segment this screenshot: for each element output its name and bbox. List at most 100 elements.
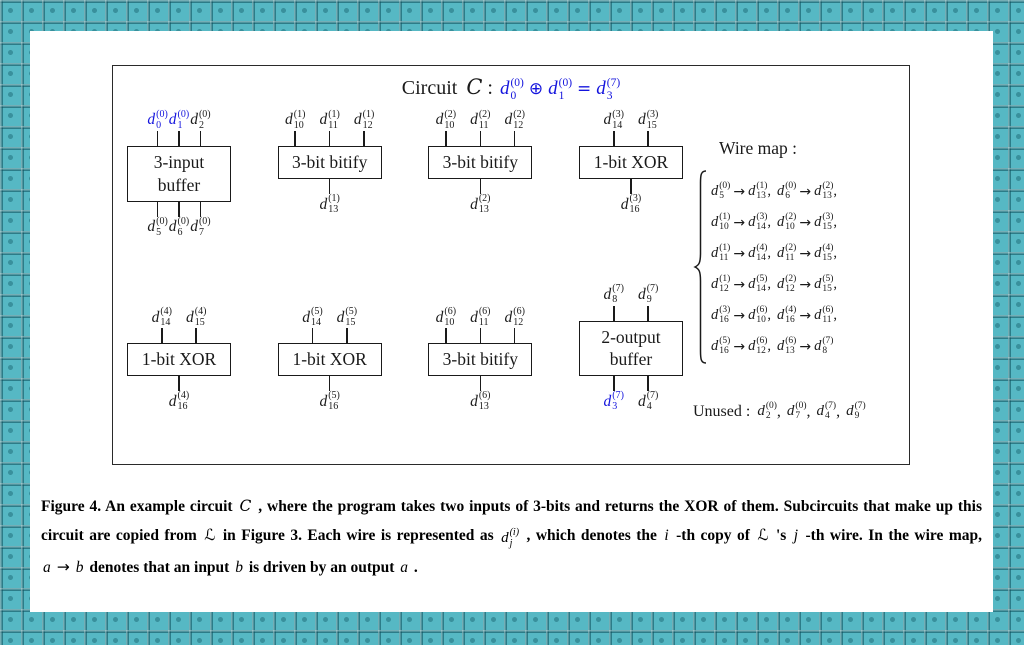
- wire-label: d(1)12: [353, 109, 375, 132]
- wire-base: d: [190, 218, 198, 236]
- wire-stub: [513, 328, 516, 344]
- wire-base: d: [319, 195, 328, 213]
- separator: ,: [767, 338, 772, 355]
- wire-label: d(6)13: [777, 336, 796, 357]
- wire-scripts: (6)13: [479, 391, 491, 413]
- wire-subscript: 10: [756, 314, 766, 325]
- separator: ,: [806, 402, 811, 420]
- right-arrow-icon: →: [733, 214, 746, 231]
- wire-label: d(1)10: [711, 212, 730, 233]
- wire-scripts: (4)15: [195, 306, 207, 329]
- wire-subscript: 16: [328, 401, 339, 413]
- wire-subscript: 6: [177, 226, 183, 238]
- wire-subscript: 11: [822, 314, 832, 325]
- wire-stub: [156, 201, 159, 217]
- wire-superscript: (7): [606, 77, 621, 90]
- wire-scripts: (6)12: [756, 336, 767, 357]
- wire-scripts: (1)12: [363, 109, 375, 132]
- wire-subscript: 7: [198, 226, 204, 238]
- wire-base: d: [603, 111, 612, 129]
- subcircuit-label: 2-output: [601, 326, 661, 347]
- wire-map-row: d(3)16→d(6)10,d(4)16→d(6)11,: [711, 300, 843, 331]
- wire-subscript: 11: [478, 119, 489, 131]
- wire-stub: [647, 305, 649, 321]
- wire-mapping: d(1)10→d(3)14,: [711, 212, 777, 233]
- wire-superscript: (3): [646, 108, 659, 120]
- unused-wire-list: d(0)2,d(0)7,d(7)4,d(7)9: [757, 401, 866, 422]
- wire-label: d(0)5: [147, 216, 167, 239]
- output-pins: d(2)13: [470, 178, 491, 216]
- wire-subscript: 10: [444, 119, 455, 131]
- wire-scripts: (7)9: [647, 284, 659, 306]
- wire-mapping: d(0)6→d(2)13,: [777, 181, 843, 202]
- wire-stub: [647, 131, 649, 147]
- wire-subscript: 11: [328, 119, 338, 131]
- wire-superscript: (1): [756, 180, 768, 191]
- wire-base: d: [548, 78, 558, 100]
- right-arrow-icon: →: [799, 307, 812, 324]
- wire-label: d(0)0: [147, 109, 167, 132]
- right-arrow-icon: →: [733, 245, 746, 262]
- output-pin: d(4)16: [169, 376, 189, 413]
- wire-mapping: d(3)16→d(6)10,: [711, 305, 777, 326]
- wire-base: d: [620, 195, 629, 213]
- output-pins: d(4)16: [169, 376, 189, 413]
- input-pin: d(6)10: [435, 305, 457, 344]
- subcircuit-box: 1-bit XOR: [127, 343, 231, 377]
- wire-superscript: (6): [444, 305, 457, 317]
- wire-base: d: [748, 338, 756, 355]
- wire-label: d(2)10: [777, 212, 796, 233]
- wire-map-rows: d(0)5→d(1)13,d(0)6→d(2)13,d(1)10→d(3)14,…: [711, 176, 843, 362]
- wire-label: d(3)14: [603, 109, 624, 132]
- wire-subscript: 10: [444, 316, 455, 328]
- wire-label: d(2)11: [470, 109, 490, 132]
- wire-label: d(7)9: [846, 401, 866, 422]
- separator: ,: [767, 276, 772, 293]
- wire-label: d(1)12: [711, 274, 730, 295]
- wire-base: d: [786, 403, 795, 420]
- wire-stub: [445, 131, 447, 147]
- right-arrow-icon: →: [56, 558, 70, 576]
- wire-label: d(4)16: [169, 391, 189, 413]
- wire-scripts: (1)11: [328, 109, 340, 132]
- right-arrow-icon: →: [733, 183, 746, 200]
- wire-subscript: j: [509, 537, 513, 549]
- separator: ,: [833, 276, 838, 293]
- wire-scripts: (2)10: [444, 109, 456, 132]
- wire-superscript: (0): [558, 77, 573, 90]
- wire-subscript: 3: [606, 89, 613, 102]
- wire-subscript: 13: [822, 190, 832, 201]
- wire-superscript: (1): [293, 108, 306, 120]
- wire-label: d(0)6: [169, 216, 189, 239]
- wire-base: d: [711, 245, 719, 262]
- wire-base: d: [748, 214, 756, 231]
- wire-base: d: [319, 392, 328, 410]
- wire-base: d: [596, 78, 606, 100]
- wire-label: d(7)8: [604, 284, 624, 306]
- wire-stub: [630, 178, 632, 194]
- wire-base: d: [353, 111, 362, 129]
- separator: ,: [767, 245, 772, 262]
- wire-label: d(4)14: [748, 243, 767, 264]
- wire-scripts: (3)15: [822, 212, 833, 233]
- wire-base: d: [435, 308, 444, 326]
- wire-mapping: d(1)11→d(4)14,: [711, 243, 777, 264]
- wire-scripts: (0)1: [559, 77, 572, 102]
- wire-superscript: (4): [822, 242, 834, 253]
- wire-label: d(1)10: [285, 108, 306, 132]
- wire-scripts: (2)11: [785, 243, 796, 264]
- wire-base: d: [151, 308, 160, 326]
- wire-scripts: (0)1: [178, 109, 190, 132]
- wire-base: d: [757, 403, 765, 420]
- wire-base: d: [748, 276, 756, 293]
- wire-subscript: 14: [756, 252, 766, 263]
- wire-base: d: [816, 403, 824, 420]
- wire-stub: [161, 328, 163, 344]
- wire-subscript: 13: [785, 345, 795, 356]
- wire-scripts: (4)14: [756, 243, 767, 264]
- wire-subscript: 10: [785, 221, 795, 232]
